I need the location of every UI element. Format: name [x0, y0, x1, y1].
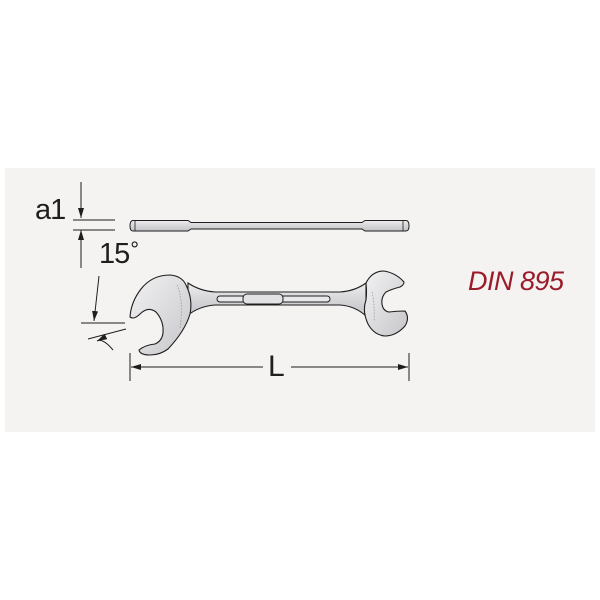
wrench-side-view [129, 220, 410, 232]
angle-dimension [81, 275, 127, 351]
angle-value: 15 [99, 238, 130, 270]
handle-slot [216, 293, 331, 305]
wrench-top-view [129, 270, 409, 356]
length-dimension [129, 353, 410, 381]
standard-label: DIN 895 [468, 266, 564, 296]
thickness-label: a1 [35, 194, 66, 226]
degree-symbol: ° [130, 237, 139, 262]
length-label: L [268, 350, 285, 383]
angle-label: 15° [99, 237, 139, 270]
thickness-dimension [73, 182, 115, 268]
